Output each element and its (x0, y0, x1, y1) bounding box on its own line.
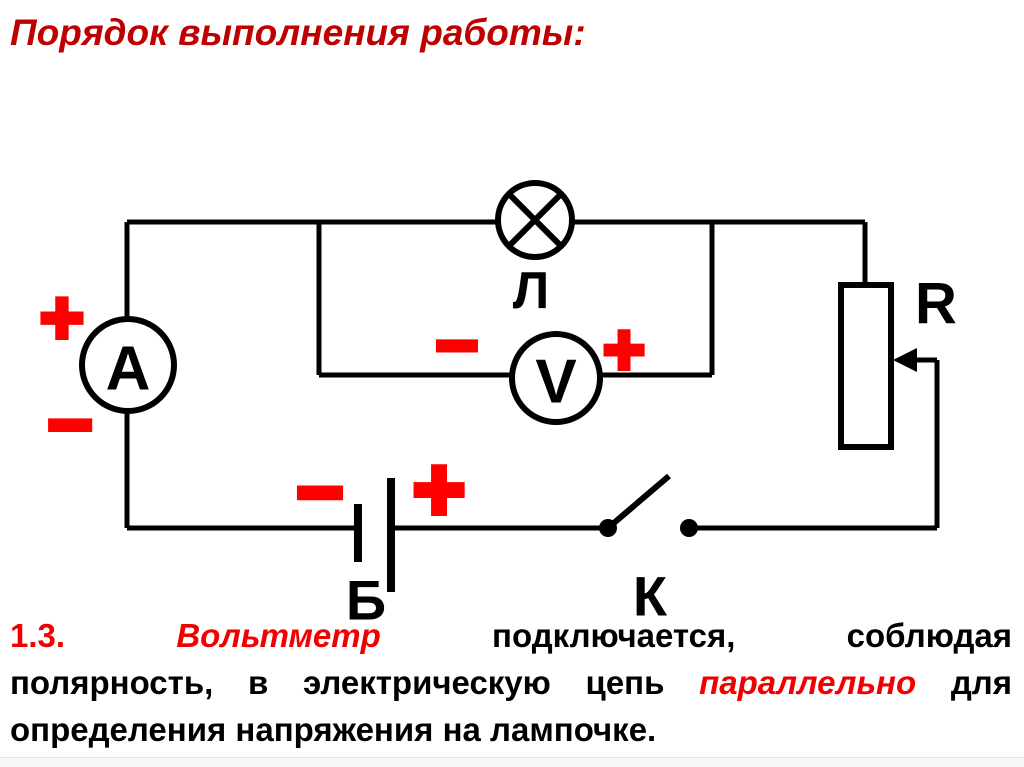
switch-right-contact (680, 519, 698, 537)
term-parallel: параллельно (699, 664, 917, 701)
rheostat-body (838, 282, 894, 450)
instruction-line-2: полярность, в электрическую цепь паралле… (10, 659, 1012, 706)
switch-label: К (633, 565, 668, 628)
voltmeter-symbol (509, 331, 603, 425)
voltmeter-minus-sign: − (435, 304, 478, 387)
ammeter-label: A (106, 335, 151, 404)
rheostat-slider-arrowhead (893, 348, 917, 372)
voltmeter-label: V (535, 348, 576, 417)
line1-word-mid: подключается, (492, 617, 736, 654)
line1-word-end: соблюдая (846, 617, 1012, 654)
ammeter-minus-sign: − (47, 380, 93, 468)
battery-label: Б (346, 569, 386, 632)
step-number: 1.3. (10, 617, 66, 654)
ammeter-plus-sign: + (40, 276, 84, 361)
instruction-line-3: определения напряжения на лампочке. (10, 706, 1012, 753)
voltmeter-plus-sign: + (603, 310, 645, 390)
battery-plus-sign: + (413, 440, 466, 540)
instruction-line-1: 1.3. Вольтметр подключается, соблюдая (10, 612, 1012, 659)
line3-text: определения напряжения на лампочке. (10, 711, 657, 748)
bottom-strip (0, 757, 1024, 767)
line2-start: полярность, в электрическую цепь (10, 664, 665, 701)
ammeter-symbol (79, 316, 177, 414)
lamp-cross (506, 191, 564, 249)
rheostat-label: R (915, 272, 957, 337)
switch-lever (606, 473, 671, 531)
battery-minus-sign: − (297, 448, 344, 537)
instruction-text: 1.3. Вольтметр подключается, соблюдая по… (10, 612, 1012, 753)
page-title: Порядок выполнения работы: (10, 12, 586, 53)
lamp-label: Л (513, 262, 550, 320)
line2-end: для (950, 664, 1012, 701)
term-voltmeter: Вольтметр (176, 617, 381, 654)
